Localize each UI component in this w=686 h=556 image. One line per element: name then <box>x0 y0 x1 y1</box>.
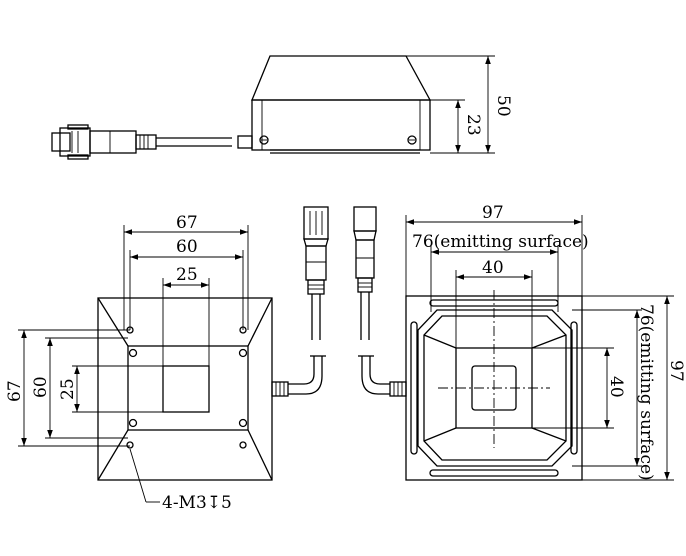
front-housing <box>97 297 273 481</box>
dim-front-width-60: 60 <box>176 237 198 257</box>
dim-side-housing-height: 23 <box>463 114 483 136</box>
side-view: 50 23 <box>51 55 513 160</box>
dim-front-width-67: 67 <box>176 213 198 233</box>
side-connector-plug <box>51 124 232 160</box>
dim-back-emitting-height: 76(emitting surface) <box>636 304 656 481</box>
dim-back-emitting-width: 76(emitting surface) <box>412 232 589 252</box>
dim-back-height-97: 97 <box>666 360 686 382</box>
hole-callout: 4-M3↧5 <box>162 493 232 513</box>
side-dimensions: 50 23 <box>406 55 513 154</box>
dim-back-height-40: 40 <box>606 376 626 398</box>
dim-front-width-25: 25 <box>176 265 198 285</box>
back-housing <box>405 290 583 481</box>
dim-front-height-60: 60 <box>31 376 51 398</box>
front-dimensions: 67 60 25 67 60 25 4-M3↧5 <box>5 213 249 513</box>
dim-back-width-40: 40 <box>482 258 504 278</box>
back-view: 97 76(emitting surface) 40 97 76(emittin… <box>358 203 686 481</box>
front-cable <box>271 355 326 397</box>
dim-back-width-97: 97 <box>482 203 504 223</box>
back-cable <box>358 355 407 397</box>
back-dimensions: 97 76(emitting surface) 40 97 76(emittin… <box>405 203 686 481</box>
dim-front-height-67: 67 <box>5 380 25 402</box>
connector-female <box>353 206 377 340</box>
front-view: 67 60 25 67 60 25 4-M3↧5 <box>5 213 326 513</box>
dim-front-height-25: 25 <box>58 378 78 400</box>
dim-side-total-height: 50 <box>493 95 513 117</box>
side-housing <box>237 55 432 154</box>
connector-male <box>303 206 329 340</box>
